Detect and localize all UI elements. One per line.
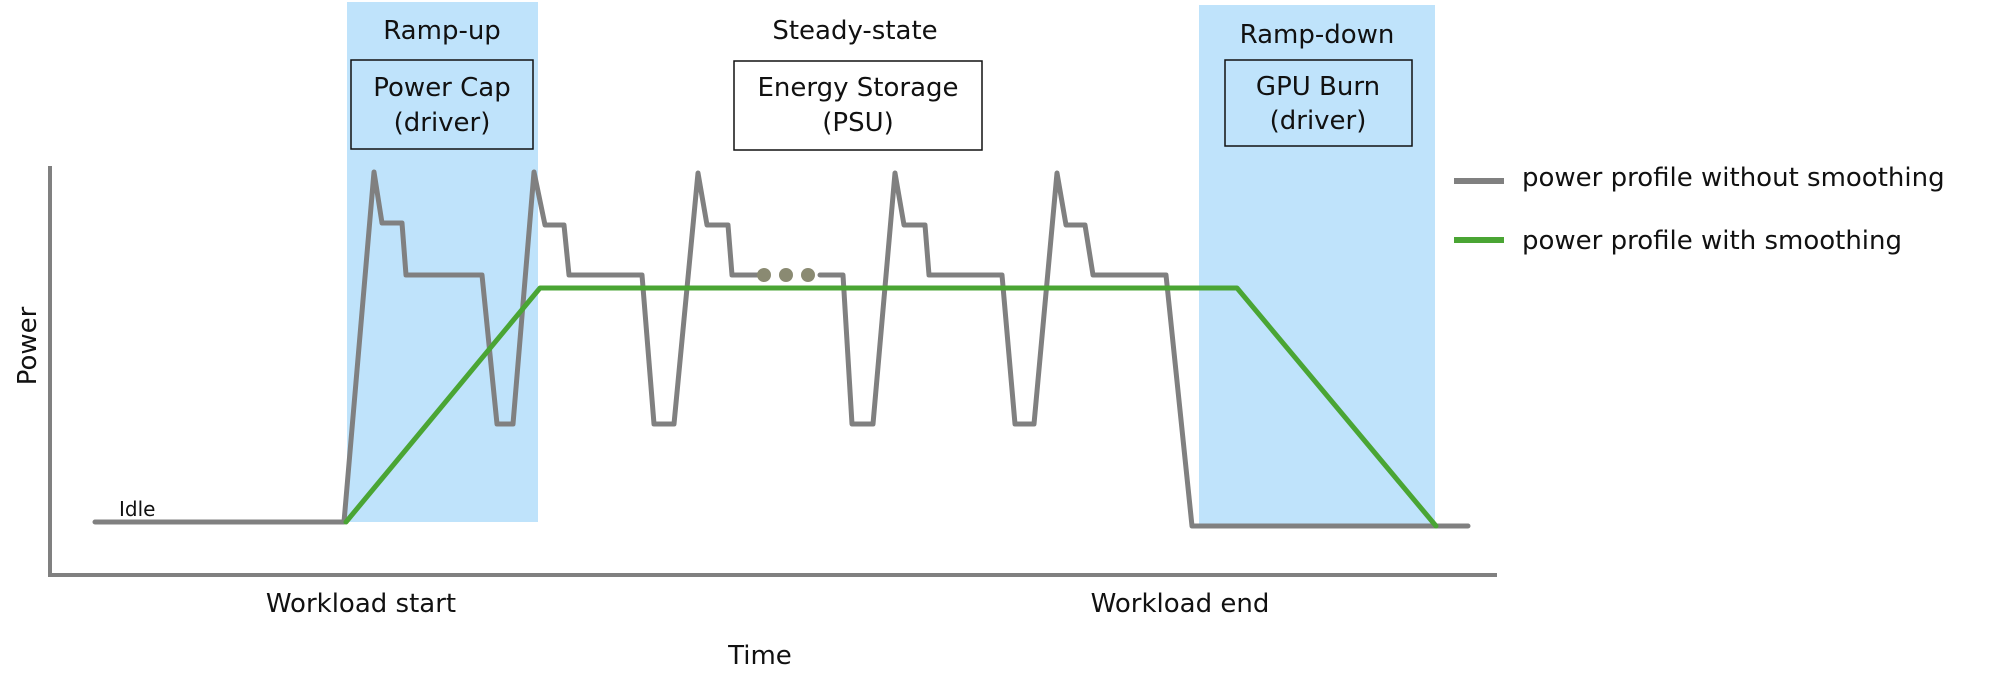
mechanism-ramp-down-line1: GPU Burn — [1256, 72, 1380, 102]
mechanism-steady-line1: Energy Storage — [757, 73, 958, 103]
phase-title-ramp-down: Ramp-down — [1240, 20, 1395, 50]
mechanism-steady-line2: (PSU) — [822, 108, 894, 138]
ellipsis-dot — [757, 268, 771, 282]
mechanism-box-ramp-down — [1224, 59, 1413, 147]
y-axis-label: Power — [13, 306, 43, 385]
legend-label-without-smoothing: power profile without smoothing — [1522, 163, 1945, 193]
x-axis-label: Time — [727, 641, 792, 671]
ramp-up-band — [347, 2, 538, 522]
mechanism-ramp-up-line2: (driver) — [394, 108, 491, 138]
phase-title-ramp-up: Ramp-up — [383, 16, 501, 46]
legend-label-with-smoothing: power profile with smoothing — [1522, 226, 1902, 256]
mechanism-box-steady-state — [733, 60, 983, 151]
x-label-workload-end: Workload end — [1091, 589, 1270, 619]
mechanism-ramp-up-line1: Power Cap — [373, 73, 510, 103]
phase-title-steady-state: Steady-state — [772, 16, 937, 46]
series-with-smoothing — [343, 285, 1439, 529]
ellipsis-dot — [779, 268, 793, 282]
x-label-workload-start: Workload start — [266, 589, 456, 619]
series-without-smoothing-segments — [92, 169, 1471, 529]
mechanism-ramp-down-line2: (driver) — [1270, 106, 1367, 136]
idle-label: Idle — [119, 497, 155, 521]
ramp-down-band — [1199, 5, 1435, 525]
mechanism-box-ramp-up — [350, 59, 534, 150]
ellipsis-dot — [801, 268, 815, 282]
legend: power profile without smoothing power pr… — [1454, 163, 1945, 256]
